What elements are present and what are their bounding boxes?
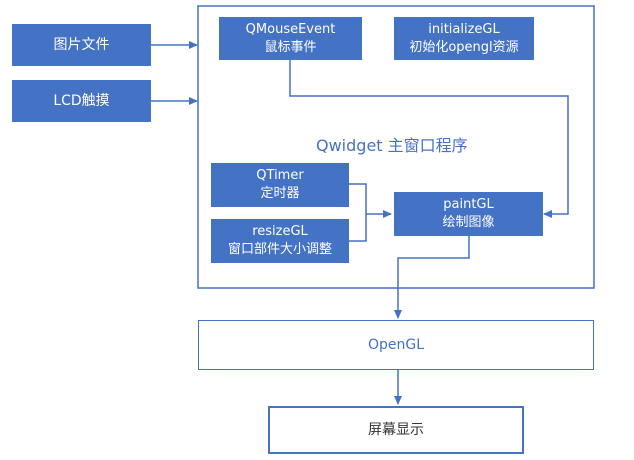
resize-gl-box: resizeGL 窗口部件大小调整 xyxy=(211,219,349,263)
qtimer-subtitle: 定时器 xyxy=(260,186,300,201)
paint-gl-box: paintGL 绘制图像 xyxy=(394,192,543,236)
screen-display-label: 屏幕显示 xyxy=(368,422,424,438)
initialize-gl-title: initializeGL xyxy=(428,21,500,37)
lcd-touch-label: LCD触摸 xyxy=(53,93,110,109)
image-file-label: 图片文件 xyxy=(53,37,110,53)
opengl-label: OpenGL xyxy=(367,337,425,353)
arrow-paint-to-opengl xyxy=(394,236,470,319)
paint-gl-title: paintGL xyxy=(443,197,494,212)
initialize-gl-box: initializeGL 初始化opengl资源 xyxy=(394,17,534,60)
paint-gl-subtitle: 绘制图像 xyxy=(442,215,495,230)
connector-timer xyxy=(349,183,367,214)
mouse-event-subtitle: 鼠标事件 xyxy=(264,39,317,55)
resize-gl-subtitle: 窗口部件大小调整 xyxy=(227,242,332,257)
lcd-touch-box: LCD触摸 xyxy=(12,80,151,122)
qtimer-title: QTimer xyxy=(256,168,304,183)
mouse-event-box: QMouseEvent 鼠标事件 xyxy=(219,17,362,60)
opengl-box: OpenGL xyxy=(198,320,594,370)
initialize-gl-subtitle: 初始化opengl资源 xyxy=(409,39,519,55)
screen-display-box: 屏幕显示 xyxy=(268,406,524,454)
main-window-title: Qwidget 主窗口程序 xyxy=(316,136,468,155)
image-file-box: 图片文件 xyxy=(12,24,151,66)
resize-gl-title: resizeGL xyxy=(252,224,308,239)
connector-resize xyxy=(349,214,367,242)
qtimer-box: QTimer 定时器 xyxy=(211,163,349,207)
mouse-event-title: QMouseEvent xyxy=(245,21,336,37)
